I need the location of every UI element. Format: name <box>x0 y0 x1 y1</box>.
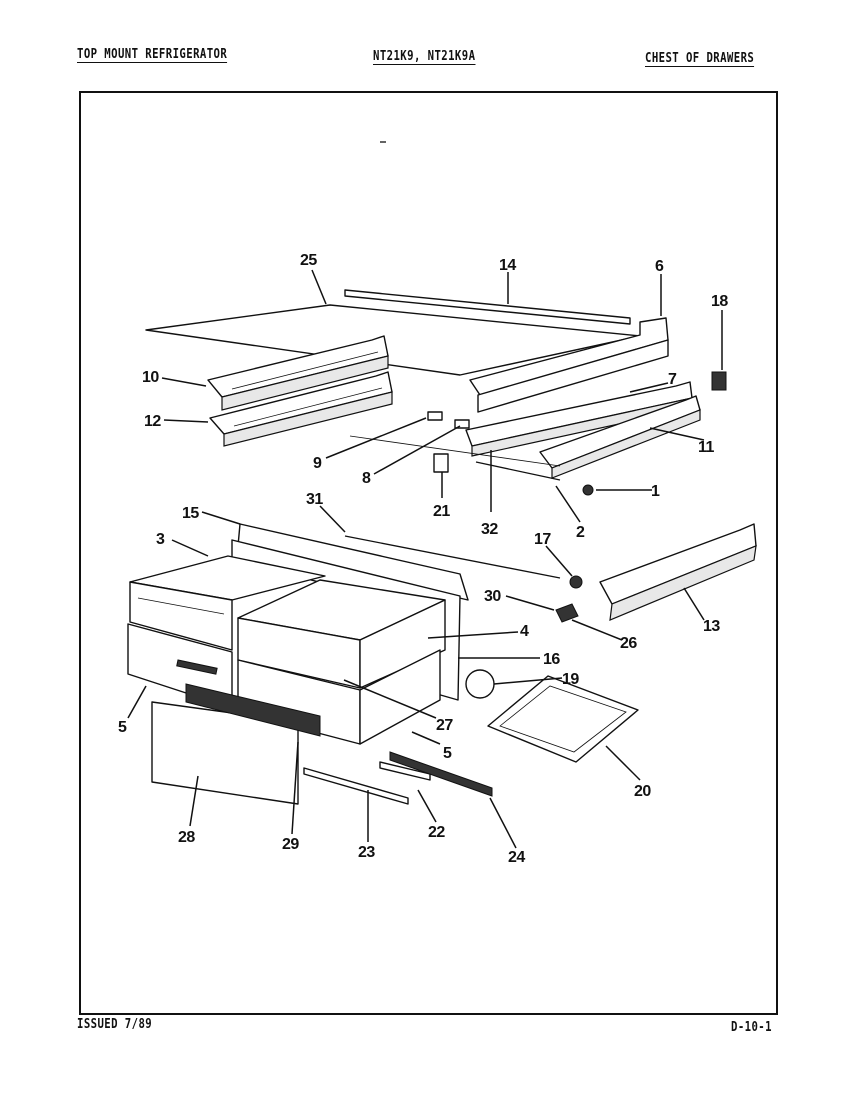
section-title: CHEST OF DRAWERS <box>645 51 755 67</box>
chest-top-cover <box>237 523 469 601</box>
rail-10-groove <box>231 351 379 390</box>
document-title: TOP MOUNT REFRIGERATOR <box>77 47 228 63</box>
drawer-5-vent <box>176 659 218 675</box>
rail-13 <box>599 523 757 605</box>
callout-32: 32 <box>481 521 498 538</box>
bin-side <box>359 649 441 745</box>
rod-31 <box>344 535 561 579</box>
callout-27: 27 <box>436 717 453 734</box>
rail-12-groove <box>233 387 383 427</box>
callout-15: 15 <box>182 505 199 522</box>
drawer-4-side <box>359 599 446 689</box>
shelf-frame-right-side <box>477 339 669 413</box>
callout-2: 2 <box>576 524 585 541</box>
callout-22: 22 <box>428 824 445 841</box>
callout-19: 19 <box>562 671 579 688</box>
callout-5-right: 5 <box>443 745 452 762</box>
callout-12: 12 <box>144 413 161 430</box>
callout-31: 31 <box>306 491 323 508</box>
clip-17 <box>569 575 583 589</box>
callout-13: 13 <box>703 618 720 635</box>
callout-25: 25 <box>300 252 317 269</box>
bracket-21 <box>433 453 449 473</box>
rail-7 <box>465 381 693 447</box>
rod-32 <box>349 435 561 467</box>
callout-7: 7 <box>668 371 677 388</box>
model-numbers: NT21K9, NT21K9A <box>373 49 476 65</box>
leader-lines <box>127 269 723 849</box>
callout-23: 23 <box>358 844 375 861</box>
callout-10: 10 <box>142 369 159 386</box>
trim-strip-23 <box>303 767 409 805</box>
shelf-trim <box>344 289 631 325</box>
clip-8 <box>454 419 470 429</box>
page-code: D-10-1 <box>731 1020 772 1035</box>
tray-20-inner <box>499 685 627 753</box>
drawer-3-handle <box>137 597 225 615</box>
callout-5-left: 5 <box>118 719 127 736</box>
rail-10-side <box>221 355 389 411</box>
rail-cover-11-side <box>551 409 701 479</box>
callout-18: 18 <box>711 293 728 310</box>
callout-4: 4 <box>520 623 529 640</box>
clip-9 <box>427 411 443 421</box>
callout-1: 1 <box>651 483 660 500</box>
rod-2 <box>475 461 561 481</box>
callout-20: 20 <box>634 783 651 800</box>
rail-13-side <box>609 545 757 621</box>
rail-10 <box>207 335 389 398</box>
callout-28: 28 <box>178 829 195 846</box>
callout-6: 6 <box>655 258 664 275</box>
callout-26: 26 <box>620 635 637 652</box>
drawer-handle-29 <box>185 683 321 737</box>
clip-26 <box>555 603 579 623</box>
callout-16: 16 <box>543 651 560 668</box>
clip-1 <box>582 484 594 496</box>
callout-3: 3 <box>156 531 165 548</box>
issue-date: ISSUED 7/89 <box>77 1017 153 1032</box>
rail-cover-11 <box>539 395 701 469</box>
callout-9: 9 <box>313 455 322 472</box>
tray-20 <box>487 675 639 763</box>
rail-12-side <box>223 391 393 447</box>
callout-11: 11 <box>698 439 715 456</box>
callout-21: 21 <box>433 503 450 520</box>
callout-24: 24 <box>508 849 525 866</box>
clip-18 <box>711 371 727 391</box>
callout-29: 29 <box>282 836 299 853</box>
callout-30: 30 <box>484 588 501 605</box>
rail-24 <box>389 751 493 797</box>
callout-8: 8 <box>362 470 371 487</box>
trim-22 <box>379 761 431 781</box>
drawer-3-front <box>129 581 233 651</box>
diagram-frame <box>79 91 778 1015</box>
callout-17: 17 <box>534 531 551 548</box>
rail-12 <box>209 371 393 435</box>
cap-19 <box>465 669 495 699</box>
callout-14: 14 <box>499 257 516 274</box>
